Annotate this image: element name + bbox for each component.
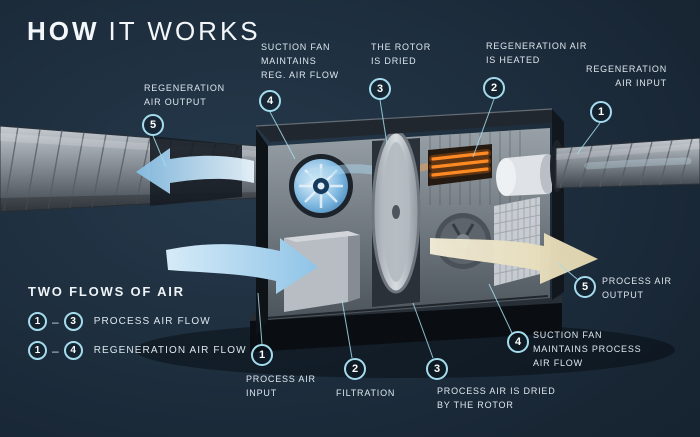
callout-badge-suction-fan-process: 4 — [507, 331, 529, 353]
callout-badge-suction-fan-reg: 4 — [259, 90, 281, 112]
legend-label-process-air-flow: PROCESS AIR FLOW — [93, 316, 211, 327]
callout-label-regeneration-air-input: REGENERATION AIR INPUT — [586, 64, 667, 88]
callout-label-process-air-dried: PROCESS AIR IS DRIED BY THE ROTOR — [437, 386, 556, 410]
legend: TWO FLOWS OF AIR 1 – 3 PROCESS AIR FLOW … — [28, 284, 247, 370]
page-title-rest: IT WORKS — [108, 16, 261, 46]
callout-badge-regeneration-air-input: 1 — [590, 101, 612, 123]
callout-label-process-air-output: PROCESS AIR OUTPUT — [602, 276, 672, 300]
callout-label-suction-fan-reg: SUCTION FAN MAINTAINS REG. AIR FLOW — [261, 42, 339, 80]
right-duct — [550, 137, 700, 192]
callout-label-regeneration-air-heated: REGENERATION AIR IS HEATED — [486, 41, 588, 65]
callout-label-filtration: FILTRATION — [336, 388, 396, 398]
legend-dash-regen: – — [52, 343, 59, 358]
callout-label-process-air-input: PROCESS AIR INPUT — [246, 374, 316, 398]
callout-badge-process-air-output: 5 — [574, 276, 596, 298]
callout-label-regeneration-air-output: REGENERATION AIR OUTPUT — [144, 83, 225, 107]
inlet-cylinder — [496, 154, 556, 196]
callout-badge-filtration: 2 — [344, 358, 366, 380]
legend-badge-regen-from: 1 — [28, 341, 47, 360]
callout-badge-regeneration-air-output: 5 — [142, 114, 164, 136]
callout-label-suction-fan-process: SUCTION FAN MAINTAINS PROCESS AIR FLOW — [533, 330, 642, 368]
callout-badge-rotor-is-dried: 3 — [369, 78, 391, 100]
callout-badge-process-air-dried: 3 — [426, 358, 448, 380]
legend-label-regeneration-air-flow: REGENERATION AIR FLOW — [93, 345, 247, 356]
callout-badge-regeneration-air-heated: 2 — [483, 77, 505, 99]
legend-heading: TWO FLOWS OF AIR — [28, 284, 185, 299]
regeneration-fan — [289, 154, 353, 218]
legend-badge-process-to: 3 — [63, 312, 83, 331]
legend-badge-process-from: 1 — [28, 312, 47, 331]
filtration-box — [284, 231, 360, 312]
process-input-arrow — [166, 238, 318, 294]
legend-dash-process: – — [52, 314, 59, 329]
legend-row-regeneration-air-flow: 1 – 4 REGENERATION AIR FLOW — [28, 341, 247, 360]
page-title-strong: HOW — [27, 16, 100, 46]
legend-row-process-air-flow: 1 – 3 PROCESS AIR FLOW — [28, 312, 247, 331]
legend-badge-regen-to: 4 — [63, 341, 83, 360]
callout-badge-process-air-input: 1 — [251, 344, 273, 366]
desiccant-rotor — [371, 130, 421, 307]
page-title: HOW IT WORKS — [27, 16, 261, 47]
process-output-arrow — [430, 233, 598, 284]
callout-label-rotor-is-dried: THE ROTOR IS DRIED — [371, 42, 432, 66]
